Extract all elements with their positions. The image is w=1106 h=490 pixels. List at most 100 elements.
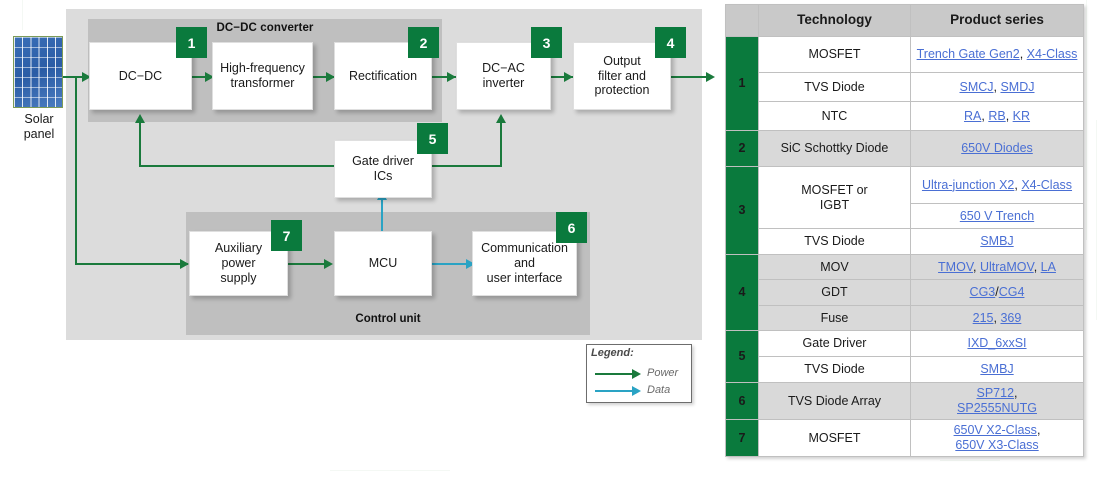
product-series-cell: 650V Diodes — [910, 130, 1084, 167]
wire-panel-branch-vertical — [75, 76, 77, 264]
product-series-link[interactable]: Ultra-junction X2 — [921, 177, 1015, 192]
legend-power-arrow — [632, 369, 641, 379]
product-series-link[interactable]: CG3 — [969, 285, 996, 299]
product-series-link[interactable]: TMOV — [938, 259, 974, 274]
product-series-cell: SMBJ — [910, 228, 1084, 255]
arrow-filter-to-grid — [706, 72, 715, 82]
wire-transformer-to-rect — [313, 76, 334, 78]
wire-filter-to-grid — [671, 76, 713, 78]
arrow-mcu-to-comm — [466, 259, 475, 269]
product-series-link[interactable]: SMDJ — [1000, 79, 1035, 94]
badge-4: 4 — [655, 27, 686, 58]
product-series-link[interactable]: RA — [963, 108, 982, 123]
arrow-gatedriver-to-inverter — [496, 114, 506, 123]
arrow-aux-to-mcu — [324, 259, 333, 269]
legend-title: Legend: — [591, 347, 634, 359]
wire-gatedriver-left-up — [139, 122, 141, 167]
badge-7-label: 7 — [282, 227, 291, 244]
product-series-cell: Trench Gate Gen2, X4-Class — [910, 36, 1084, 73]
col-header-technology: Technology — [758, 4, 911, 37]
technology-cell: TVS Diode — [758, 356, 911, 383]
badge-3-label: 3 — [542, 34, 551, 51]
block-mcu[interactable]: MCU — [334, 231, 432, 296]
legend-data-label: Data — [647, 384, 671, 396]
technology-cell: MOSFET — [758, 419, 911, 457]
solar-panel-icon — [13, 36, 63, 108]
technology-cell: SiC Schottky Diode — [758, 130, 911, 167]
technology-cell: Fuse — [758, 305, 911, 331]
legend-power-label: Power — [647, 367, 679, 379]
technology-cell: GDT — [758, 279, 911, 306]
product-series-link[interactable]: 650 V Trench — [959, 208, 1035, 223]
product-series-link[interactable]: SMBJ — [980, 234, 1014, 248]
badge-5: 5 — [417, 123, 448, 154]
wire-mcu-to-comm — [432, 263, 472, 265]
product-series-link[interactable]: Trench Gate Gen2 — [916, 47, 1020, 61]
arrow-panel-to-dcdc — [82, 72, 91, 82]
product-series-link[interactable]: 369 — [1000, 310, 1022, 325]
product-series-link[interactable]: CG4 — [998, 285, 1025, 299]
legend-data-arrow — [632, 386, 641, 396]
technology-cell: TVS Diode — [758, 72, 911, 102]
product-series-link[interactable]: 650V X2-Class — [953, 423, 1037, 437]
product-series-cell: CG3/CG4 — [910, 279, 1084, 306]
product-series-link[interactable]: 650V Diodes — [961, 141, 1033, 155]
badge-2: 2 — [408, 27, 439, 58]
block-dcdc[interactable]: DC−DC — [89, 42, 192, 110]
product-series-link[interactable]: SMCJ — [959, 79, 994, 94]
product-series-cell: Ultra-junction X2, X4-Class — [910, 166, 1084, 204]
product-series-cell: TMOV, UltraMOV, LA — [910, 254, 1084, 280]
technology-cell: NTC — [758, 101, 911, 131]
product-series-cell: IXD_6xxSI — [910, 330, 1084, 357]
product-series-cell: SMBJ — [910, 356, 1084, 383]
product-series-link[interactable]: KR — [1012, 108, 1031, 123]
technology-cell: Gate Driver — [758, 330, 911, 357]
product-series-link[interactable]: X4-Class — [1021, 177, 1073, 192]
badge-5-label: 5 — [428, 130, 437, 147]
legend-power-line — [595, 373, 637, 375]
wire-inverter-to-filter — [551, 76, 573, 78]
product-series-link[interactable]: UltraMOV — [979, 259, 1034, 274]
wire-panel-branch-to-aux — [75, 263, 188, 265]
badge-3: 3 — [531, 27, 562, 58]
table-row: TVS Diode SMBJ — [726, 356, 1084, 383]
technology-cell: MOSFET — [758, 36, 911, 73]
product-series-cell: 650V X2-Class,650V X3-Class — [910, 419, 1084, 457]
product-series-link[interactable]: RB — [988, 108, 1006, 123]
product-series-cell: SMCJ, SMDJ — [910, 72, 1084, 102]
block-mcu-label: MCU — [368, 256, 398, 271]
technology-cell: MOV — [758, 254, 911, 280]
product-series-link[interactable]: 215 — [972, 310, 994, 325]
badge-1: 1 — [176, 27, 207, 58]
arrow-gatedriver-to-dcdc — [135, 114, 145, 123]
wire-gatedriver-right — [430, 165, 502, 167]
product-series-link[interactable]: X4-Class — [1026, 47, 1078, 61]
product-series-link[interactable]: 650V X3-Class — [955, 438, 1039, 452]
block-number-cell: 2 — [725, 130, 759, 167]
product-series-link[interactable]: IXD_6xxSI — [967, 336, 1027, 350]
technology-cell: TVS Diode Array — [758, 382, 911, 420]
col-header-number — [725, 4, 759, 37]
product-series-link[interactable]: SP712 — [976, 386, 1015, 400]
badge-6: 6 — [556, 212, 587, 243]
wire-mcu-to-gatedriver — [381, 199, 383, 233]
product-series-link[interactable]: SMBJ — [980, 362, 1014, 376]
product-series-link[interactable]: LA — [1040, 259, 1056, 274]
product-series-link[interactable]: SP2555NUTG — [957, 401, 1037, 415]
